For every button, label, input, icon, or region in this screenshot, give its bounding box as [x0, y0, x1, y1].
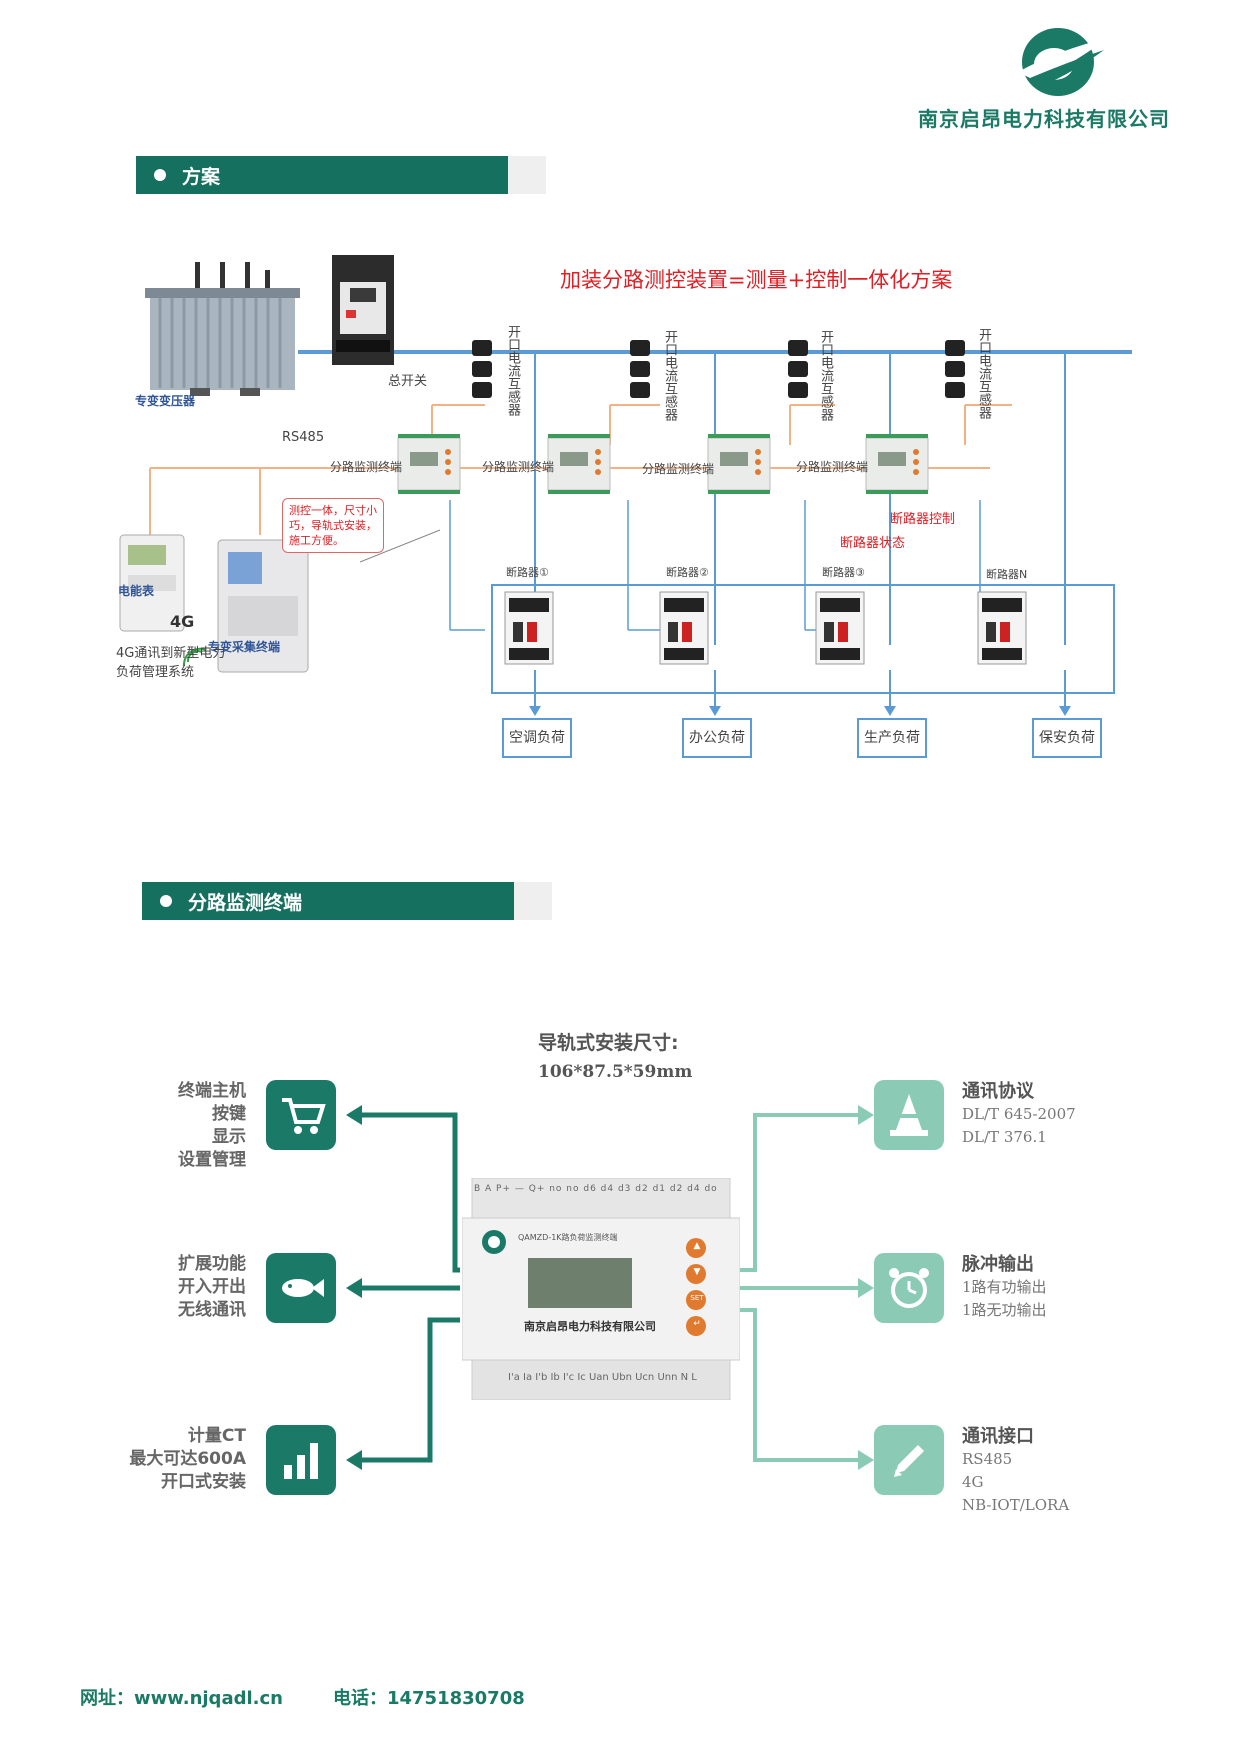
- device-company-name: 南京启昂电力科技有限公司: [524, 1320, 656, 1333]
- fish-icon: [266, 1253, 336, 1323]
- feature-protocol: 通讯协议 DL/T 645-2007 DL/T 376.1: [962, 1081, 1076, 1146]
- branch-terminal-icons: [397, 434, 929, 494]
- ct-label: 开口电流互感器: [818, 330, 833, 421]
- breaker-label: 断路器③: [822, 566, 865, 579]
- ct-label: 开口电流互感器: [976, 328, 991, 419]
- company-logo: [1018, 28, 1108, 96]
- bar-chart-icon: [266, 1425, 336, 1495]
- breaker-icons: [504, 591, 1027, 665]
- feature-pulse-output: 脉冲输出 1路有功输出 1路无功输出: [962, 1254, 1047, 1319]
- feature-metering-ct: 计量CT 最大可达600A 开口式安装: [129, 1426, 246, 1492]
- section-header-scheme: 方案: [136, 156, 546, 194]
- alarm-clock-icon: [874, 1253, 944, 1323]
- scheme-diagram: 加装分路测控装置=测量+控制一体化方案 专变变压器 总开关 RS485 开口电流…: [110, 240, 1140, 780]
- feature-connectors: [346, 1105, 874, 1470]
- g4-label: 4G: [170, 612, 195, 631]
- device-model: QAMZD-1K路负荷监测终端: [518, 1233, 618, 1242]
- cart-icon: [266, 1080, 336, 1150]
- section-header-terminal: 分路监测终端: [142, 882, 552, 920]
- bullet-icon: [154, 169, 166, 181]
- breaker-status-label: 断路器状态: [840, 536, 906, 551]
- bullet-icon: [160, 895, 172, 907]
- branch-terminal-label: 分路监测终端: [482, 460, 555, 474]
- device-set-button: SET: [690, 1294, 704, 1302]
- transformer-label: 专变变压器: [135, 394, 196, 408]
- device-enter-button: ↵: [693, 1319, 701, 1329]
- load-box: 空调负荷: [502, 718, 572, 758]
- device-top-terminals: B A P+ — Q+ no no d6 d4 d3 d2 d1 d2 d4 d…: [474, 1184, 718, 1194]
- branch-terminal-device-image: [462, 1178, 740, 1400]
- pencil-icon: [874, 1425, 944, 1495]
- energy-meter-icon: [119, 534, 185, 632]
- feature-interface: 通讯接口 RS485 4G NB-IOT/LORA: [962, 1426, 1070, 1514]
- branch-terminal-label: 分路监测终端: [642, 462, 715, 476]
- feature-extension: 扩展功能 开入开出 无线通讯: [178, 1254, 246, 1320]
- footer: 网址：www.njqadl.cn 电话：14751830708: [80, 1684, 525, 1710]
- section-title: 方案: [182, 166, 221, 188]
- device-up-button: ▲: [693, 1241, 701, 1251]
- breaker-label: 断路器②: [666, 566, 709, 579]
- cone-icon: [874, 1080, 944, 1150]
- breaker-control-label: 断路器控制: [890, 512, 956, 527]
- callout-note: 测控一体，尺寸小巧，导轨式安装，施工方便。: [282, 498, 384, 553]
- ct-label: 开口电流互感器: [662, 330, 677, 421]
- company-name: 南京启昂电力科技有限公司: [918, 107, 1170, 131]
- branch-terminal-label: 分路监测终端: [796, 460, 869, 474]
- rs485-label: RS485: [282, 430, 325, 445]
- section-title: 分路监测终端: [188, 892, 303, 914]
- mounting-dimension-title: 导轨式安装尺寸:: [538, 1032, 679, 1054]
- collector-terminal-icon: [182, 539, 309, 673]
- load-box: 保安负荷: [1032, 718, 1102, 758]
- device-bottom-terminals: I'a Ia I'b Ib I'c Ic Uan Ubn Ucn Unn N L: [508, 1372, 697, 1383]
- main-switch-icon: [332, 255, 394, 365]
- breaker-label: 断路器①: [506, 566, 549, 579]
- main-switch-label: 总开关: [388, 374, 428, 389]
- diagram-wiring: [119, 255, 1132, 716]
- ct-label: 开口电流互感器: [505, 325, 520, 416]
- branch-terminal-label: 分路监测终端: [330, 460, 403, 474]
- device-down-button: ▼: [693, 1267, 701, 1277]
- meter-label: 电能表: [118, 584, 155, 598]
- load-box: 办公负荷: [682, 718, 752, 758]
- website-text: 网址：www.njqadl.cn: [80, 1688, 283, 1709]
- g4-note: 4G通讯到新型电力负荷管理系统: [116, 646, 226, 680]
- breaker-label: 断路器N: [986, 568, 1028, 581]
- feature-terminal-host: 终端主机 按键 显示 设置管理: [178, 1081, 246, 1170]
- load-box: 生产负荷: [857, 718, 927, 758]
- current-transformer-icons: [472, 340, 965, 398]
- diagram-title: 加装分路测控装置=测量+控制一体化方案: [560, 268, 953, 292]
- mounting-dimension-value: 106*87.5*59mm: [538, 1062, 693, 1082]
- transformer-icon: [145, 262, 300, 396]
- collector-label: 专变采集终端: [208, 640, 281, 654]
- phone-text: 电话：14751830708: [332, 1688, 525, 1709]
